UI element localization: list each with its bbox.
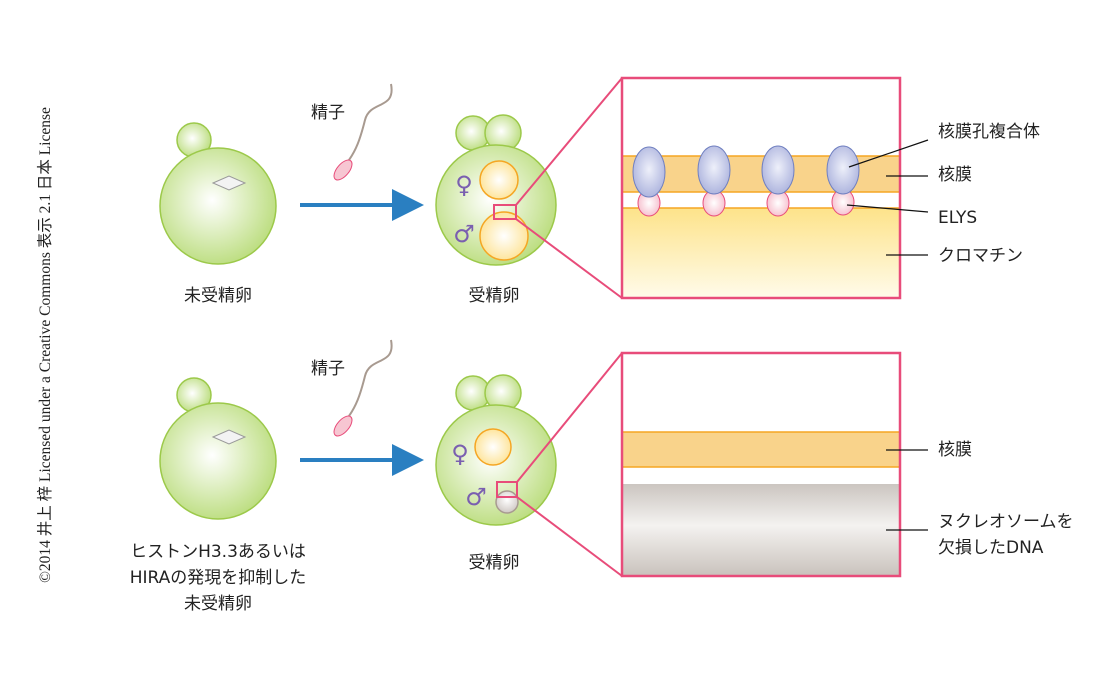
unfertilized-label: 未受精卵 — [184, 286, 252, 306]
spindle-icon — [211, 429, 247, 445]
male-symbol-icon: ♂ — [465, 483, 487, 511]
callout-elys: ELYS — [938, 208, 977, 228]
unfertilized-egg-bottom — [159, 377, 277, 520]
zoom-panel-bottom — [620, 351, 902, 578]
female-pronucleus — [474, 428, 512, 466]
male-pronucleus — [495, 490, 519, 514]
nuclear-membrane — [621, 431, 901, 468]
sperm-label: 精子 — [311, 359, 345, 379]
female-symbol-icon: ♀ — [455, 171, 473, 199]
unfertilized-label-line-1: ヒストンH3.3あるいは — [130, 542, 306, 562]
unfertilized-label-line-2: HIRAの発現を抑制した — [130, 568, 307, 588]
callout-dna-line-2: 欠損したDNA — [938, 538, 1044, 558]
zoom-box-top — [493, 204, 517, 220]
zoom-box-bottom — [496, 481, 518, 498]
fertilized-label: 受精卵 — [469, 286, 520, 306]
license-text: ©2014 井上 梓 Licensed under a Creative Com… — [36, 107, 54, 583]
callout-membrane: 核膜 — [938, 165, 972, 185]
sperm-icon — [333, 339, 393, 437]
fertilized-label: 受精卵 — [469, 553, 520, 573]
nuclear-pores — [632, 145, 860, 217]
callout-dna-line-1: ヌクレオソームを — [938, 512, 1074, 532]
female-symbol-icon: ♀ — [451, 440, 469, 468]
callout-chromatin: クロマチン — [938, 246, 1023, 266]
sperm-label: 精子 — [311, 103, 345, 123]
callout-membrane: 核膜 — [938, 440, 972, 460]
unfertilized-label-line-3: 未受精卵 — [184, 594, 252, 614]
nucleosome-deficient-dna — [622, 484, 900, 576]
male-symbol-icon: ♂ — [453, 220, 475, 248]
sperm-icon — [333, 83, 393, 181]
male-pronucleus — [479, 211, 529, 261]
zoom-panel-top — [620, 76, 902, 300]
unfertilized-egg-top — [159, 122, 277, 265]
callout-npc: 核膜孔複合体 — [938, 122, 1040, 142]
female-pronucleus — [479, 160, 519, 200]
spindle-icon — [211, 175, 247, 191]
